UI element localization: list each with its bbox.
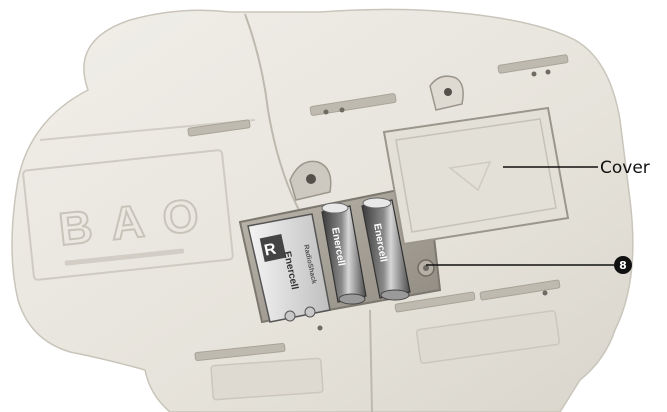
battery-brand-mark: R: [263, 241, 278, 260]
marker-8-number: 8: [619, 259, 627, 272]
battery-cover: [382, 75, 570, 246]
bottom-label-plaques: [210, 310, 561, 401]
slot: [194, 343, 286, 361]
base-slots: [187, 54, 569, 361]
screw-hole: [306, 174, 316, 184]
screw-hole: [542, 290, 548, 296]
screw-hole: [339, 107, 345, 113]
screw-hole: [317, 325, 323, 331]
slot: [309, 93, 397, 116]
item-8-part: [417, 259, 435, 277]
aa-battery-left: Enercell: [321, 202, 367, 305]
screw-hole: [444, 88, 452, 96]
battery-terminal: [304, 306, 316, 318]
slot: [394, 291, 476, 313]
screw-hole: [531, 71, 537, 77]
slot: [187, 119, 251, 137]
screw-holes: [317, 69, 551, 331]
screw-hole: [545, 69, 551, 75]
cover-label: Cover: [600, 158, 650, 178]
slot: [479, 279, 561, 301]
marker-8-badge: [614, 256, 632, 274]
screw-hole: [323, 109, 329, 115]
slot: [497, 54, 569, 74]
label-plaque: [415, 310, 561, 364]
nine-volt-battery: R Enercell RadioShack: [247, 213, 331, 323]
label-plaque: [210, 357, 324, 401]
battery-terminal: [284, 310, 296, 322]
cover-callout: Cover: [503, 158, 650, 178]
aa-battery-right: Enercell: [361, 197, 411, 301]
marker-8-callout: 8: [426, 256, 632, 274]
